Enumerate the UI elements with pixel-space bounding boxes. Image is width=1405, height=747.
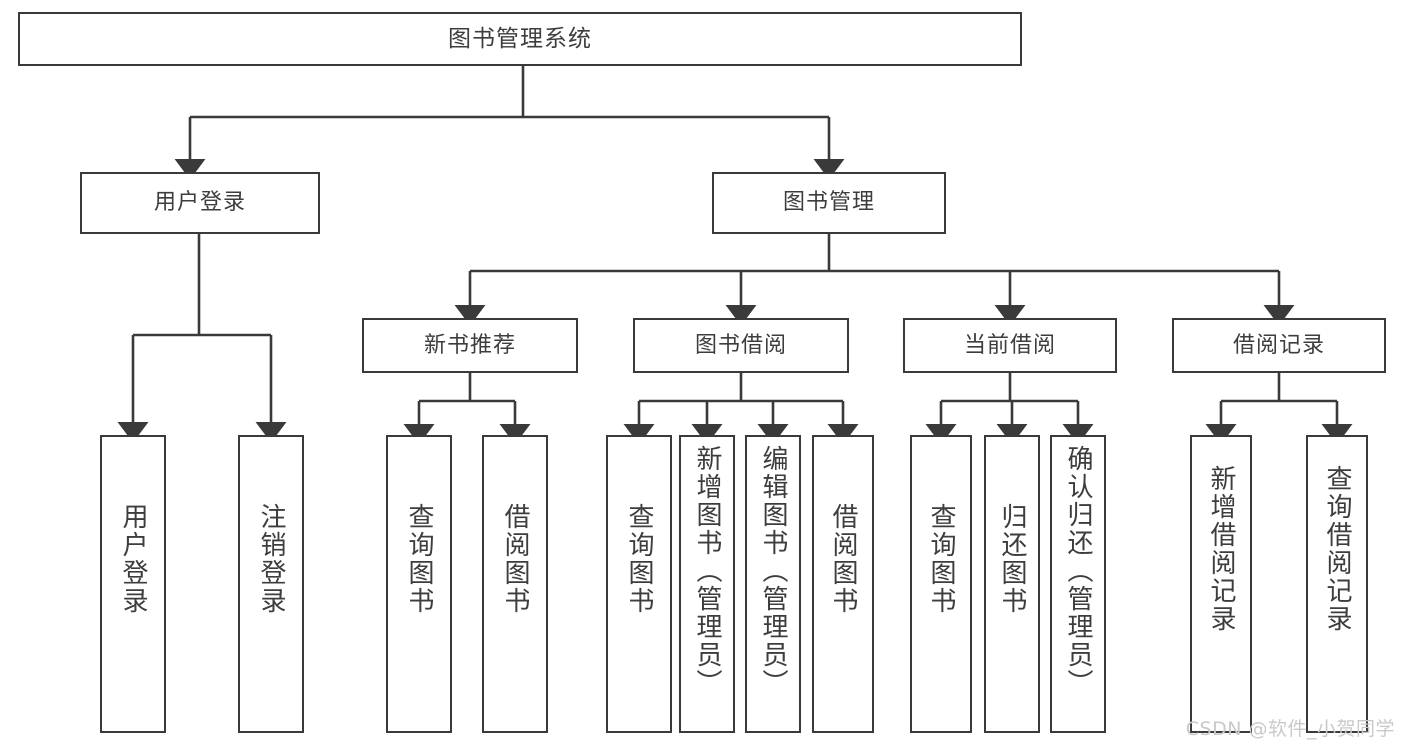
node-book-borrow-label: 图书借阅 bbox=[694, 332, 787, 358]
leaf-confirm-return-label: 确认归还（管理员） bbox=[1063, 445, 1094, 697]
leaf-query-record-label: 查询借阅记录 bbox=[1322, 465, 1353, 633]
node-user-login[interactable]: 用户登录 bbox=[80, 172, 320, 234]
leaf-add-book[interactable]: 新增图书（管理员） bbox=[679, 435, 735, 733]
leaf-query-record[interactable]: 查询借阅记录 bbox=[1306, 435, 1368, 733]
leaf-edit-book-label: 编辑图书（管理员） bbox=[758, 445, 789, 697]
leaf-borrow-book-1-label: 借阅图书 bbox=[500, 503, 531, 615]
node-borrow-record-label: 借阅记录 bbox=[1232, 332, 1325, 358]
leaf-add-book-label: 新增图书（管理员） bbox=[692, 445, 723, 697]
node-current-borrow-label: 当前借阅 bbox=[963, 332, 1056, 358]
node-root-label: 图书管理系统 bbox=[448, 25, 592, 52]
leaf-query-book-2-label: 查询图书 bbox=[624, 503, 655, 615]
node-book-manage-label: 图书管理 bbox=[782, 190, 875, 215]
leaf-query-book-3-label: 查询图书 bbox=[926, 503, 957, 615]
leaf-edit-book[interactable]: 编辑图书（管理员） bbox=[745, 435, 801, 733]
leaf-borrow-book-1[interactable]: 借阅图书 bbox=[482, 435, 548, 733]
leaf-query-book-1[interactable]: 查询图书 bbox=[386, 435, 452, 733]
node-book-manage[interactable]: 图书管理 bbox=[712, 172, 946, 234]
leaf-add-record-label: 新增借阅记录 bbox=[1206, 465, 1237, 633]
node-user-login-label: 用户登录 bbox=[153, 190, 246, 215]
leaf-user-logout[interactable]: 注销登录 bbox=[238, 435, 304, 733]
leaf-user-login-label: 用户登录 bbox=[118, 503, 149, 615]
leaf-add-record[interactable]: 新增借阅记录 bbox=[1190, 435, 1252, 733]
leaf-confirm-return[interactable]: 确认归还（管理员） bbox=[1050, 435, 1106, 733]
leaf-user-login[interactable]: 用户登录 bbox=[100, 435, 166, 733]
leaf-user-logout-label: 注销登录 bbox=[256, 503, 287, 615]
leaf-return-book[interactable]: 归还图书 bbox=[984, 435, 1040, 733]
node-book-borrow[interactable]: 图书借阅 bbox=[633, 318, 849, 373]
leaf-borrow-book-2[interactable]: 借阅图书 bbox=[812, 435, 874, 733]
leaf-borrow-book-2-label: 借阅图书 bbox=[828, 503, 859, 615]
node-borrow-record[interactable]: 借阅记录 bbox=[1172, 318, 1386, 373]
node-new-book-recommend[interactable]: 新书推荐 bbox=[362, 318, 578, 373]
node-root[interactable]: 图书管理系统 bbox=[18, 12, 1022, 66]
leaf-return-book-label: 归还图书 bbox=[997, 503, 1028, 615]
leaf-query-book-1-label: 查询图书 bbox=[404, 503, 435, 615]
node-new-book-recommend-label: 新书推荐 bbox=[423, 332, 516, 358]
watermark: CSDN @软件_小贺同学 bbox=[1185, 718, 1395, 740]
leaf-query-book-3[interactable]: 查询图书 bbox=[910, 435, 972, 733]
leaf-query-book-2[interactable]: 查询图书 bbox=[606, 435, 672, 733]
node-current-borrow[interactable]: 当前借阅 bbox=[903, 318, 1117, 373]
